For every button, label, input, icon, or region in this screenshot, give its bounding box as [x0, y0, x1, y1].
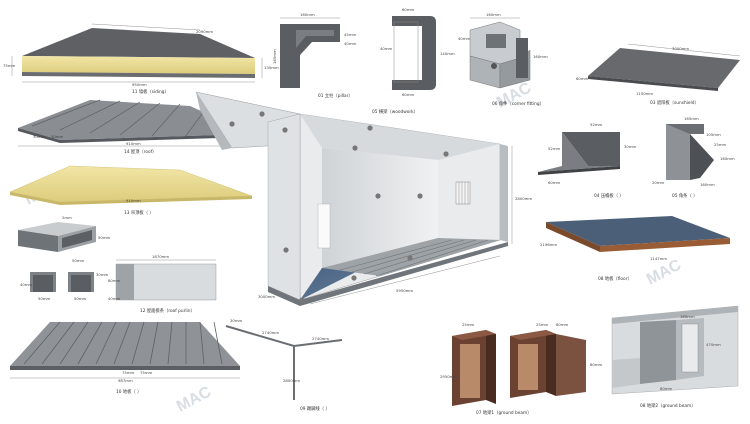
dim-label: 2196mm	[540, 242, 557, 247]
dim-label: 950mm	[132, 82, 147, 87]
dim-label: 60mm	[402, 92, 415, 97]
dim-label: 40mm	[108, 296, 121, 301]
dim-label: 3000mm	[258, 294, 275, 299]
dim-label: 75mm	[122, 370, 135, 375]
watermark-brand: MAC	[174, 383, 215, 415]
dim-label: 1150mm	[636, 91, 653, 96]
dim-label: 80mm	[556, 322, 569, 327]
siding-panel: 2090mm 950mm 75mm 130mm 11 墙板（siding）	[3, 23, 279, 95]
dim-label: 52mm	[590, 122, 603, 127]
dim-label: 80mm	[660, 386, 673, 391]
dim-label: 50mm	[38, 296, 51, 301]
dim-label: 160mm	[272, 49, 277, 64]
dim-label: 160mm	[680, 314, 695, 319]
dim-label: 30mm	[230, 318, 243, 323]
dim-label: 2740mm	[262, 330, 279, 335]
part-caption: 11 墙板（siding）	[132, 88, 169, 95]
dim-label: 2800mm	[515, 196, 532, 201]
dim-label: 470mm	[706, 342, 721, 347]
roof-panel: 30mm 30mm 910mm 14 屋顶（roof）	[18, 99, 252, 155]
part-caption: 03 遮阳板（sunshield）	[650, 99, 699, 106]
part-caption: 13 吊顶板（ ）	[124, 209, 154, 216]
dim-label: 60mm	[402, 7, 415, 12]
dim-label: 5950mm	[396, 288, 413, 293]
dim-label: 25mm	[462, 322, 475, 327]
ground-beam-1: 25mm 25mm 80mm 2950mm 80mm 07 地梁1（ground…	[440, 322, 603, 416]
dim-label: 3000mm	[672, 46, 689, 51]
part-caption: 10 地板（ ）	[116, 388, 141, 395]
part-caption: 07 地梁1（ground beam）	[476, 409, 532, 416]
sunshield: 3000mm 1150mm 60mm 03 遮阳板（sunshield）	[576, 43, 741, 106]
purlin-box: 2mm 50mm 50mm	[18, 215, 111, 263]
floor-board: 2196mm 1147mm 08 地板（floor）	[540, 216, 730, 282]
container-unit: 2800mm 5950mm 3000mm	[195, 91, 532, 306]
dim-label: 165mm	[684, 116, 699, 121]
dim-label: 60mm	[576, 76, 589, 81]
dim-label: 130mm	[264, 65, 279, 70]
dim-label: 2740mm	[312, 336, 329, 341]
part-caption: 04 压檐板（ ）	[594, 192, 624, 199]
dim-label: 1870mm	[152, 254, 169, 259]
dim-label: 2090mm	[196, 29, 213, 34]
dim-label: 2800mm	[283, 378, 300, 383]
dim-label: 40mm	[20, 282, 33, 287]
dim-label: 25mm	[714, 142, 727, 147]
part-caption: 01 立柱（pillar）	[318, 92, 353, 99]
ground-beam-2: 160mm 470mm 80mm 08 地梁2（ground beam）	[611, 305, 739, 409]
dim-label: 910mm	[126, 141, 141, 146]
dim-label: 30mm	[51, 134, 64, 139]
part-caption: 05 角条（ ）	[672, 192, 697, 199]
corner-trim: 165mm 105mm 25mm 160mm 160mm 20mm 05 角条（…	[652, 116, 735, 199]
dim-label: 160mm	[700, 182, 715, 187]
ceiling-panel: 910mm 13 吊顶板（ ）	[9, 165, 253, 216]
flashing: 52mm 30mm 52mm 60mm 04 压檐板（ ）	[538, 122, 637, 199]
dim-label: 25mm	[536, 322, 549, 327]
dim-label: 50mm	[98, 235, 111, 240]
dim-label: 160mm	[720, 156, 735, 161]
dim-label: 987mm	[118, 378, 133, 383]
watermark-brand: MAC	[644, 256, 685, 288]
dim-label: 75mm	[3, 63, 16, 68]
dim-label: 80mm	[590, 362, 603, 367]
dim-label: 160mm	[300, 12, 315, 17]
dim-label: 160mm	[533, 54, 548, 59]
dim-label: 160mm	[486, 12, 501, 17]
part-markers	[229, 111, 449, 303]
skirting-trim: 30mm 2740mm 2740mm 2800mm 09 踢脚线（ ）	[225, 318, 343, 412]
dim-label: 30mm	[96, 272, 109, 277]
woodwork-profile: 60mm 140mm 60mm 40mm 05 横梁（woodwork）	[372, 7, 455, 115]
part-caption: 08 地板（floor）	[598, 275, 632, 282]
dim-label: 50mm	[72, 258, 85, 263]
dim-label: 75mm	[140, 370, 153, 375]
roof-purlin: 1870mm 40mm 50mm 50mm 30mm 80mm 40mm 12 …	[20, 254, 217, 314]
part-caption: 14 屋顶（roof）	[124, 149, 156, 155]
corner-fitting: 160mm 160mm 40mm 06 角件（corner fitting）	[458, 12, 548, 107]
dim-label: 910mm	[126, 198, 141, 203]
dim-label: 40mm	[458, 36, 471, 41]
dim-label: 80mm	[108, 278, 121, 283]
pillar: 160mm 160mm 45mm 40mm 01 立柱（pillar）	[272, 12, 357, 99]
dim-label: 45mm	[344, 32, 357, 37]
dim-label: 20mm	[652, 180, 665, 185]
dim-label: 50mm	[74, 296, 87, 301]
dim-label: 40mm	[344, 41, 357, 46]
dim-label: 2950mm	[440, 374, 457, 379]
part-caption: 05 横梁（woodwork）	[372, 108, 418, 115]
dim-label: 30mm	[624, 144, 637, 149]
part-caption: 08 地梁2（ground beam）	[640, 402, 696, 409]
dim-label: 2mm	[62, 215, 72, 220]
floor-deck: 75mm 75mm 987mm 10 地板（ ）	[10, 321, 240, 395]
part-caption: 06 角件（corner fitting）	[492, 100, 544, 107]
dim-label: 60mm	[548, 180, 561, 185]
dim-label: 40mm	[380, 46, 393, 51]
dim-label: 52mm	[548, 146, 561, 151]
dim-label: 140mm	[440, 51, 455, 56]
part-caption: 12 屋面檩条（roof purlin）	[140, 307, 195, 314]
dim-label: 105mm	[706, 132, 721, 137]
dim-label: 30mm	[33, 134, 46, 139]
dim-label: 1147mm	[650, 256, 667, 261]
part-caption: 09 踢脚线（ ）	[300, 405, 330, 412]
